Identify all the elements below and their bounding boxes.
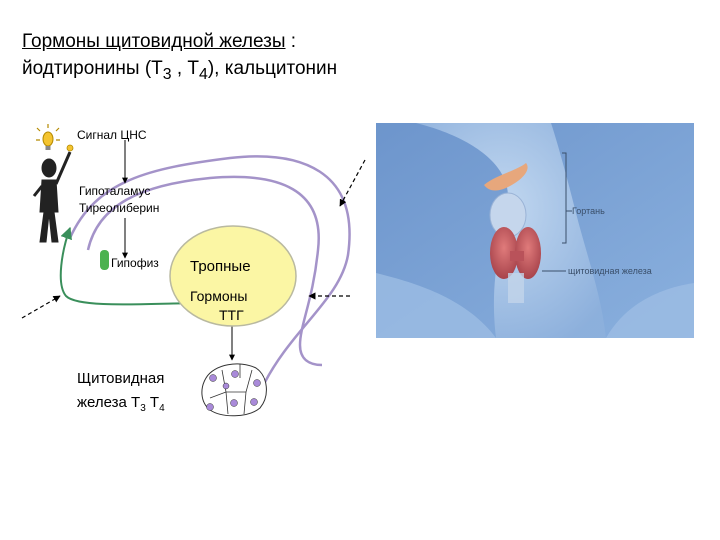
lightbulb-icon xyxy=(36,124,73,151)
thyroid-t3-prefix: железа Т xyxy=(77,394,140,411)
dashed-arrow-top xyxy=(340,160,365,206)
neck-anatomy-illustration xyxy=(376,123,694,338)
thyroid-gland-label: Щитовидная xyxy=(77,368,164,389)
tsh-label: ТТГ xyxy=(219,307,244,323)
hormones-label: Гормоны xyxy=(190,288,247,304)
thyroid-hormones-label: железа Т3 Т4 xyxy=(77,392,165,419)
neck-anatomy-image: Гортань щитовидная железа xyxy=(376,123,694,338)
pituitary-label: Гипофиз xyxy=(111,256,159,270)
thyroid-t4-sub: 4 xyxy=(159,403,165,414)
dashed-arrow-left xyxy=(22,296,60,318)
thyroliberin-label: Тиреолиберин xyxy=(79,201,159,215)
tropic-hormones-label: Тропные xyxy=(190,256,251,277)
larynx-label: Гортань xyxy=(572,206,605,216)
hypothalamus-label: Гипоталамус xyxy=(79,184,150,198)
thyroid-photo-label: щитовидная железа xyxy=(568,266,652,276)
signal-cns-label: Сигнал ЦНС xyxy=(77,128,147,142)
thyroid-t4-prefix: Т xyxy=(146,394,159,411)
thinking-person-icon xyxy=(34,152,70,242)
thyroid-follicles-icon xyxy=(202,364,266,416)
pituitary-shape xyxy=(100,250,109,270)
